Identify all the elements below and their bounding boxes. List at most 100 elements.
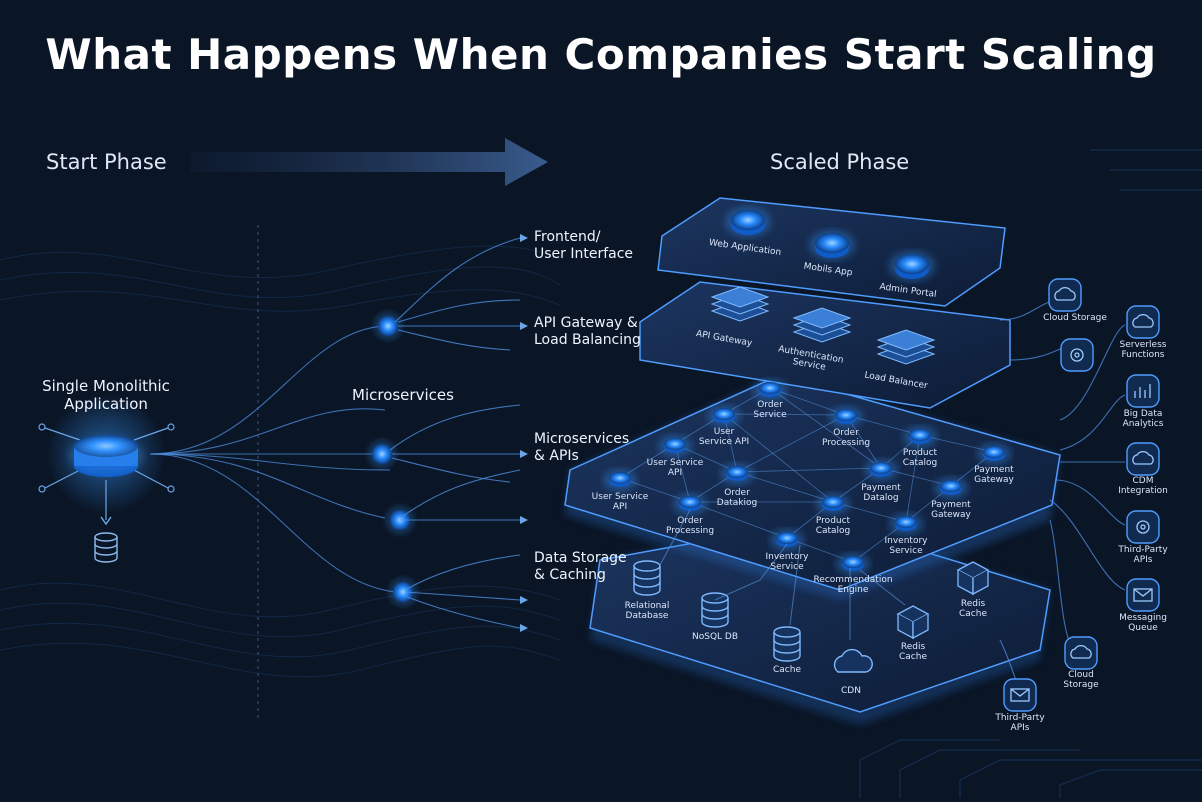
gateway-layer-label: API Gateway & Load Balancing [534, 315, 641, 348]
circuit-traces [859, 149, 1202, 798]
layer-arrowheads [520, 234, 528, 632]
service-node-label: Inventory Service [884, 536, 928, 556]
layer-arrows [389, 237, 521, 629]
layer-stack-icon [710, 286, 770, 322]
service-node-label: Product Catalog [902, 448, 938, 468]
service-disk [836, 553, 870, 575]
phase-arrow [190, 138, 548, 186]
monolith-node [38, 394, 175, 526]
microservices-label: Microservices [352, 386, 454, 404]
mesh-link [689, 501, 788, 539]
monolith-label: Single Monolithic Application [42, 377, 170, 413]
service-disk [707, 405, 741, 427]
relational-database-icon [633, 560, 661, 596]
side-node-label: CDM Integration [1118, 476, 1168, 496]
mesh-link [723, 413, 834, 503]
nosql-database-icon [701, 592, 729, 628]
side-node-label: Serverless Functions [1119, 340, 1167, 360]
service-disk [977, 443, 1011, 465]
service-node-label: Inventory Service [765, 552, 809, 572]
start-phase-label: Start Phase [46, 150, 167, 174]
gateway-nodes [710, 286, 936, 365]
layer-stack-icon [792, 307, 852, 343]
share-icon [1060, 338, 1094, 372]
storage-layer-label: Data Storage & Caching [534, 550, 627, 583]
storage-node-label: Relational Database [624, 601, 670, 621]
storage-node-label: Redis Cache [959, 599, 987, 619]
microservice-node [372, 444, 392, 464]
gateway-panel [639, 281, 1011, 409]
scaled-phase-label: Scaled Phase [770, 150, 910, 174]
microservice-node [378, 316, 398, 336]
side-node-label: Big Data Analytics [1122, 409, 1164, 429]
service-disk [864, 459, 898, 481]
service-node-label: Product Catalog [815, 516, 851, 536]
service-node-label: User Service API [591, 492, 649, 512]
service-node-label: Order Datakiog [716, 488, 758, 508]
storage-panel [589, 519, 1051, 725]
service-disk [829, 406, 863, 428]
storage-nodes [633, 509, 990, 673]
service-node-label: User Service API [698, 427, 750, 447]
storage-node-label: Redis Cache [899, 642, 927, 662]
service-disk [673, 493, 707, 515]
service-node-label: Order Processing [821, 428, 871, 448]
storage-links [659, 509, 906, 640]
service-disk [753, 379, 787, 401]
mesh-link [769, 387, 882, 469]
frontend-layer-label: Frontend/ User Interface [534, 229, 634, 262]
service-node-label: Payment Datalog [861, 483, 901, 503]
cloud-storage-icon [1064, 636, 1098, 670]
service-node-label: Payment Gateway [974, 465, 1014, 485]
redis-cache-icon [956, 561, 990, 596]
mesh-link [736, 467, 882, 473]
background-waves [0, 245, 561, 678]
service-node-label: Order Processing [665, 516, 715, 536]
cdm-integration-icon [1126, 442, 1160, 476]
service-disk [720, 463, 754, 485]
mesh-link [723, 413, 847, 416]
serverless-functions-icon [1126, 305, 1160, 339]
service-disk [816, 493, 850, 515]
messaging-queue-icon [1126, 578, 1160, 612]
microservice-nodes [364, 308, 421, 610]
side-node-label: Third-Party APIs [995, 713, 1045, 733]
storage-node-label: CDN [841, 686, 861, 696]
storage-node-label: NoSQL DB [691, 632, 739, 642]
big-data-analytics-icon [1126, 374, 1160, 408]
side-node-label: Third-Party APIs [1118, 545, 1168, 565]
service-disk [934, 477, 968, 499]
cache-icon [773, 626, 801, 662]
side-node-label: Messaging Queue [1119, 613, 1167, 633]
service-disk [889, 513, 923, 535]
frontend-disk [809, 230, 855, 260]
service-nodes [603, 379, 1011, 575]
third-party-apis-icon [1126, 510, 1160, 544]
service-disk [903, 426, 937, 448]
mail-icon [1003, 678, 1037, 712]
mesh-link [736, 414, 847, 473]
layer-stack-icon [876, 329, 936, 365]
frontend-disk [889, 251, 935, 281]
storage-node-label: Cache [773, 665, 801, 675]
service-node-label: Payment Gateway [931, 500, 971, 520]
database-icon [94, 532, 118, 563]
side-node-label: Cloud Storage [1063, 670, 1099, 690]
microservices-panel [564, 374, 1061, 600]
service-node-label: User Service API [646, 458, 704, 478]
side-service-icons [1003, 278, 1160, 712]
fan-lines [149, 325, 396, 593]
service-disk [603, 469, 637, 491]
service-node-label: Recommendation Engine [813, 575, 893, 595]
service-disk [770, 529, 804, 551]
mesh-link [905, 434, 921, 523]
service-node-label: Order Service [753, 400, 787, 420]
frontend-nodes [725, 207, 935, 281]
cdn-icon [833, 648, 873, 673]
microservices-layer-label: Microservices & APIs [534, 431, 630, 464]
cloud-storage-icon [1048, 278, 1082, 312]
side-node-label: Cloud Storage [1043, 313, 1107, 323]
service-disk [658, 435, 692, 457]
